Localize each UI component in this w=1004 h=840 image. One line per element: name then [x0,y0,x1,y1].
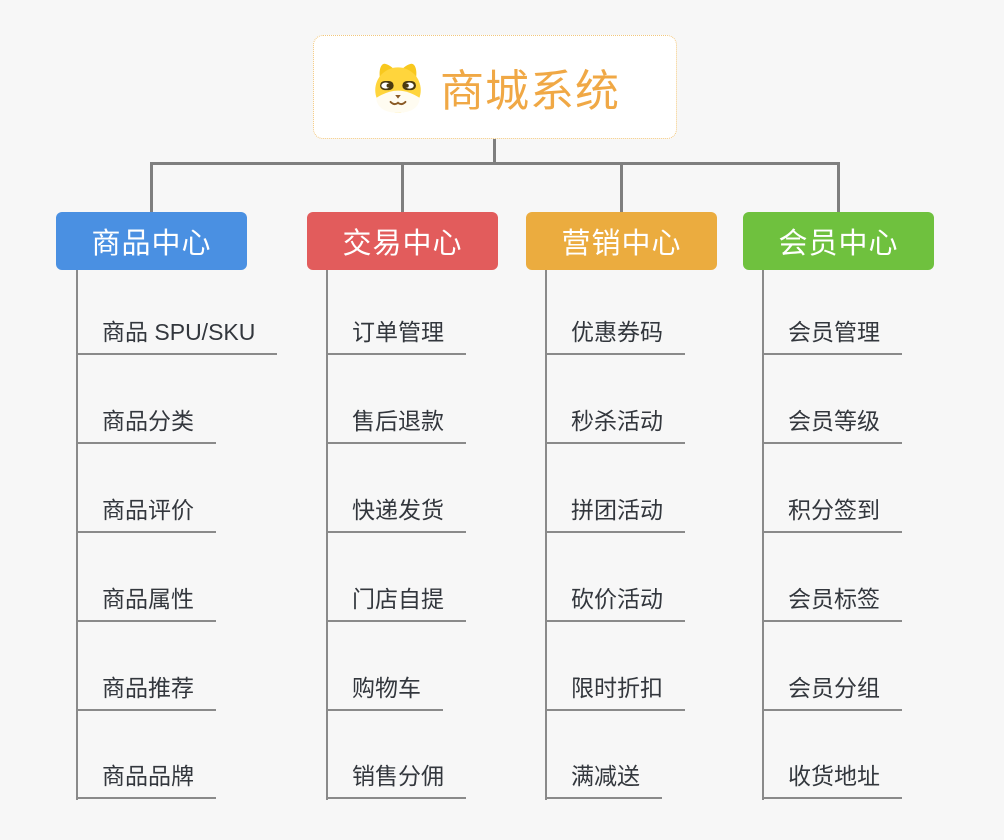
branch-node-marketing-center[interactable]: 营销中心 [526,212,717,270]
tree-item-label: 收货地址 [788,763,880,789]
tree-item[interactable]: 会员等级 [762,408,902,444]
tree-item-label: 销售分佣 [352,763,444,789]
tree-item[interactable]: 积分签到 [762,497,902,533]
tree-item[interactable]: 商品 SPU/SKU [76,319,278,355]
connector-line [493,139,496,165]
tree-item[interactable]: 秒杀活动 [545,408,685,444]
branch-label: 商品中心 [91,228,212,260]
column-connector-line [545,270,547,800]
tree-item-label: 快递发货 [352,497,444,523]
tree-item[interactable]: 拼团活动 [545,497,685,533]
tree-item-label: 订单管理 [352,319,444,345]
tree-item-label: 会员等级 [788,408,880,434]
tree-item-label: 商品推荐 [102,675,194,701]
column-connector-line [326,270,328,800]
tree-item-label: 商品评价 [102,497,194,523]
tree-item[interactable]: 商品品牌 [76,763,216,799]
connector-line [620,162,623,212]
tree-item[interactable]: 优惠券码 [545,319,685,355]
tree-item-label: 购物车 [352,675,421,701]
connector-line [150,162,840,165]
root-title: 商城系统 [440,67,620,116]
tree-item[interactable]: 快递发货 [326,497,466,533]
tree-item-label: 会员管理 [788,319,880,345]
column-connector-line [76,270,78,800]
root-node[interactable]: 商城系统 [313,35,677,139]
tree-item-label: 商品品牌 [102,763,194,789]
tree-item-label: 商品分类 [102,408,194,434]
tree-item[interactable]: 商品属性 [76,586,216,622]
tree-item-label: 秒杀活动 [571,408,663,434]
branch-node-member-center[interactable]: 会员中心 [743,212,934,270]
tree-item[interactable]: 会员分组 [762,675,902,711]
tree-item[interactable]: 销售分佣 [326,763,466,799]
tree-item-label: 售后退款 [352,408,444,434]
tree-item[interactable]: 商品推荐 [76,675,216,711]
tree-item[interactable]: 门店自提 [326,586,466,622]
tree-item-label: 满减送 [571,763,640,789]
dog-face-icon [375,63,421,113]
tree-item-label: 积分签到 [788,497,880,523]
tree-item[interactable]: 售后退款 [326,408,466,444]
tree-item[interactable]: 会员管理 [762,319,902,355]
tree-item[interactable]: 购物车 [326,675,443,711]
tree-item[interactable]: 满减送 [545,763,662,799]
tree-item[interactable]: 订单管理 [326,319,466,355]
branch-node-product-center[interactable]: 商品中心 [56,212,247,270]
tree-item-label: 砍价活动 [571,586,663,612]
tree-item-label: 会员分组 [788,675,880,701]
branch-label: 营销中心 [561,228,682,260]
tree-item-label: 会员标签 [788,586,880,612]
tree-item[interactable]: 会员标签 [762,586,902,622]
tree-item-label: 商品属性 [102,586,194,612]
connector-line [401,162,404,212]
tree-item[interactable]: 砍价活动 [545,586,685,622]
tree-item[interactable]: 商品评价 [76,497,216,533]
branch-node-trade-center[interactable]: 交易中心 [307,212,498,270]
branch-label: 交易中心 [342,228,463,260]
tree-item[interactable]: 收货地址 [762,763,902,799]
branch-label: 会员中心 [778,228,899,260]
tree-item-label: 限时折扣 [571,675,663,701]
tree-item-label: 拼团活动 [571,497,663,523]
tree-item[interactable]: 商品分类 [76,408,216,444]
tree-item-label: 商品 SPU/SKU [102,319,256,345]
column-connector-line [762,270,764,800]
tree-item-label: 门店自提 [352,586,444,612]
tree-item[interactable]: 限时折扣 [545,675,685,711]
connector-line [837,162,840,212]
connector-line [150,162,153,212]
tree-item-label: 优惠券码 [571,319,663,345]
